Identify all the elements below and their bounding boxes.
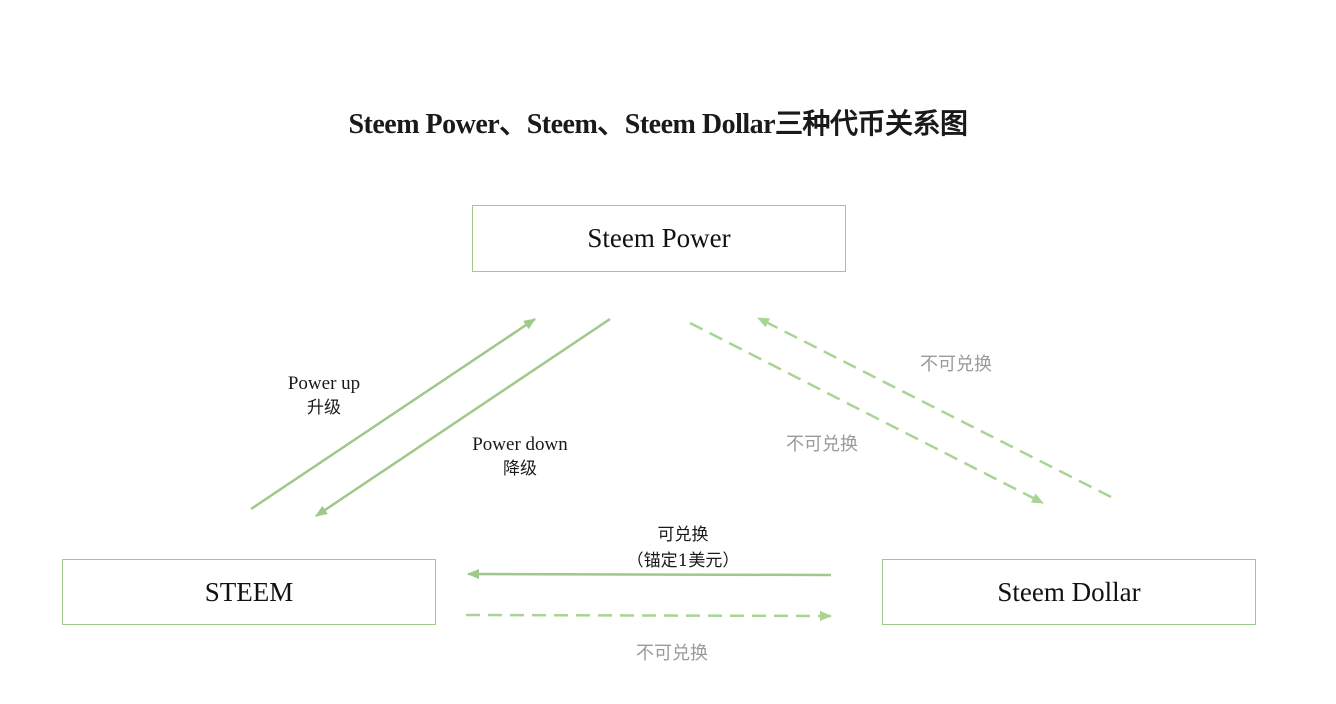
power-up-arrow <box>250 317 536 511</box>
node-steem-power: Steem Power <box>472 205 846 272</box>
power-down-label-en: Power down <box>472 434 568 455</box>
node-steem-dollar: Steem Dollar <box>882 559 1256 625</box>
sp-to-sd-dashed-arrow <box>689 321 1044 505</box>
node-steem-label: STEEM <box>204 576 294 607</box>
power-up-label: Power up 升级 <box>262 371 386 421</box>
power-up-label-en: Power up <box>287 373 361 394</box>
power-down-label: Power down 降级 <box>450 432 590 482</box>
sd-to-steem-label-line1: 可兑换 <box>657 525 709 545</box>
sd-to-steem-label-line2: （锚定1美元） <box>626 551 740 571</box>
power-down-arrow <box>315 317 611 518</box>
sd-to-sp-label: 不可兑换 <box>920 354 992 375</box>
node-steem: STEEM <box>62 559 436 625</box>
node-steem-dollar-label: Steem Dollar <box>997 576 1141 607</box>
sd-to-sp-dashed-arrow <box>757 316 1112 499</box>
steem-to-sd-dashed-arrow <box>465 610 832 621</box>
sd-to-steem-arrow <box>467 569 832 580</box>
diagram-title: Steem Power、Steem、Steem Dollar三种代币关系图 <box>348 109 968 140</box>
steem-to-sd-label: 不可兑换 <box>636 643 708 664</box>
sd-to-steem-label: 可兑换 （锚定1美元） <box>598 522 768 574</box>
power-down-label-zh: 降级 <box>503 459 537 479</box>
sp-to-sd-label: 不可兑换 <box>786 434 858 455</box>
power-up-label-zh: 升级 <box>307 398 341 418</box>
node-steem-power-label: Steem Power <box>587 223 731 253</box>
